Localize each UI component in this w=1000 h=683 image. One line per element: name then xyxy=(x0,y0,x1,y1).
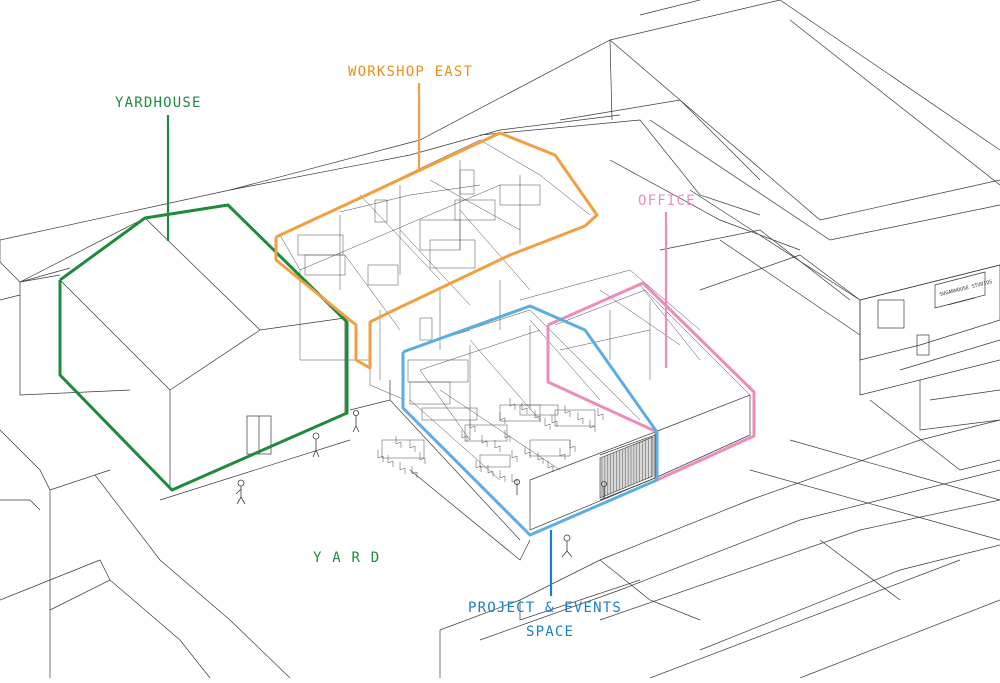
chair xyxy=(564,405,571,417)
chair xyxy=(537,452,544,464)
workshop-east-highlight xyxy=(274,131,599,370)
chair xyxy=(461,430,468,442)
workshop-east-label: WORKSHOP EAST xyxy=(348,64,474,80)
project-space-highlight xyxy=(401,304,659,537)
yardhouse-highlight xyxy=(58,203,349,492)
office-label: OFFICE xyxy=(638,193,696,209)
yard-label: Y A R D xyxy=(313,550,381,566)
chair xyxy=(475,460,482,472)
project-events-label-line2: SPACE xyxy=(526,624,575,640)
chair xyxy=(511,450,518,462)
chair xyxy=(409,440,416,452)
chair xyxy=(547,460,554,472)
chair xyxy=(481,435,488,447)
chair xyxy=(544,418,551,430)
chair xyxy=(534,410,541,422)
chair xyxy=(469,420,476,432)
chair xyxy=(559,448,566,460)
chair xyxy=(419,452,426,464)
chair xyxy=(589,420,596,432)
chair xyxy=(387,455,394,467)
chair xyxy=(569,440,576,452)
people-figures xyxy=(235,409,608,558)
yardhouse-building xyxy=(19,204,346,491)
chair xyxy=(521,402,528,414)
chair xyxy=(524,446,531,458)
yardhouse-outline xyxy=(58,115,349,492)
chair xyxy=(494,440,501,452)
chairs-group xyxy=(377,398,604,486)
office-structure xyxy=(519,269,751,396)
chair xyxy=(509,398,516,410)
project-events-label-line1: PROJECT & EVENTS xyxy=(468,600,623,616)
roller-shutter xyxy=(599,436,654,499)
front-facade xyxy=(529,394,751,531)
workshop-structure xyxy=(279,139,591,401)
chair xyxy=(499,412,506,424)
chair xyxy=(377,450,384,462)
chair xyxy=(504,430,511,442)
chair xyxy=(395,436,402,448)
project-space-structure xyxy=(381,309,641,481)
chair xyxy=(551,415,558,427)
project-space-outline xyxy=(401,304,659,596)
chair xyxy=(499,470,506,482)
chair xyxy=(577,412,584,424)
office-outline xyxy=(546,212,756,482)
office-highlight xyxy=(546,281,756,482)
workshop-east-outline xyxy=(274,83,599,370)
chair xyxy=(597,408,604,420)
yardhouse-label: YARDHOUSE xyxy=(115,95,202,111)
chair xyxy=(487,465,494,477)
chair xyxy=(411,466,418,478)
chair xyxy=(399,462,406,474)
